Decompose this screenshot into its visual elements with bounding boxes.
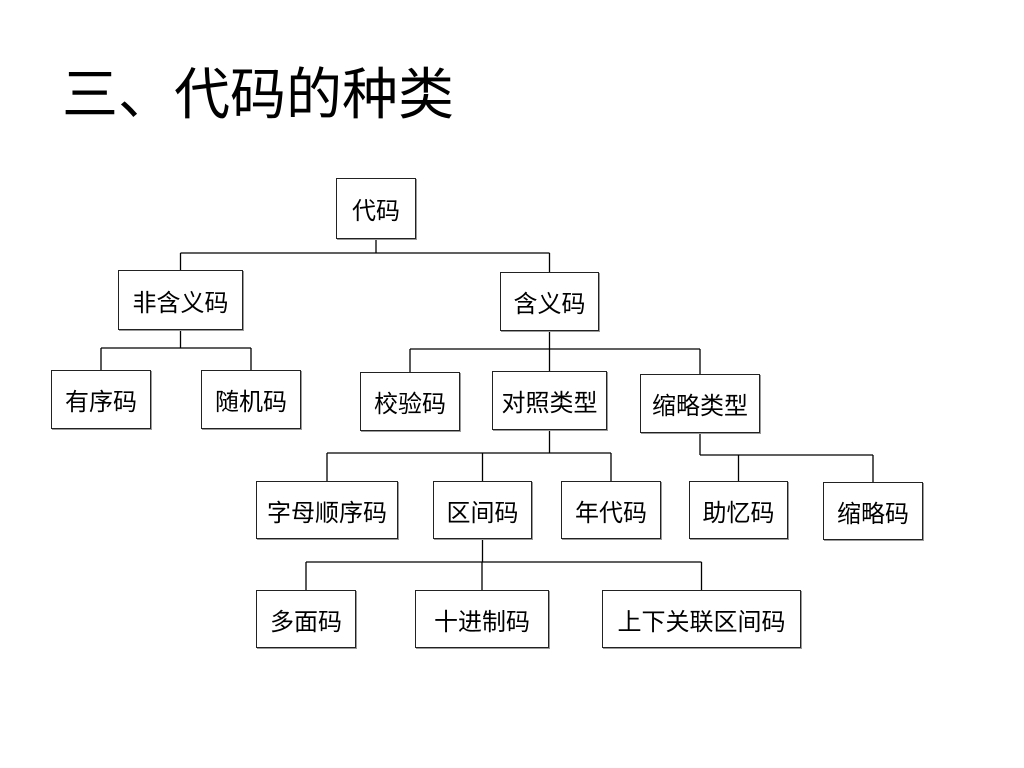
node-era: 年代码 [561, 481, 661, 539]
node-abbrev-type: 缩略类型 [640, 374, 760, 433]
node-abbrev: 缩略码 [823, 482, 923, 540]
node-contrast-type: 对照类型 [492, 371, 607, 430]
slide-title: 三、代码的种类 [62, 63, 454, 128]
node-check: 校验码 [360, 372, 460, 431]
node-interval: 区间码 [433, 481, 532, 539]
node-non-meaning: 非含义码 [118, 270, 243, 330]
node-meaning: 含义码 [500, 272, 599, 331]
node-random: 随机码 [201, 370, 301, 429]
node-upper-lower: 上下关联区间码 [602, 590, 801, 648]
node-sequential: 有序码 [51, 370, 151, 429]
node-decimal: 十进制码 [415, 590, 549, 648]
node-mnemonic: 助忆码 [689, 481, 788, 539]
node-root: 代码 [336, 178, 416, 239]
node-multi-face: 多面码 [256, 590, 356, 648]
node-alpha-order: 字母顺序码 [256, 481, 398, 539]
